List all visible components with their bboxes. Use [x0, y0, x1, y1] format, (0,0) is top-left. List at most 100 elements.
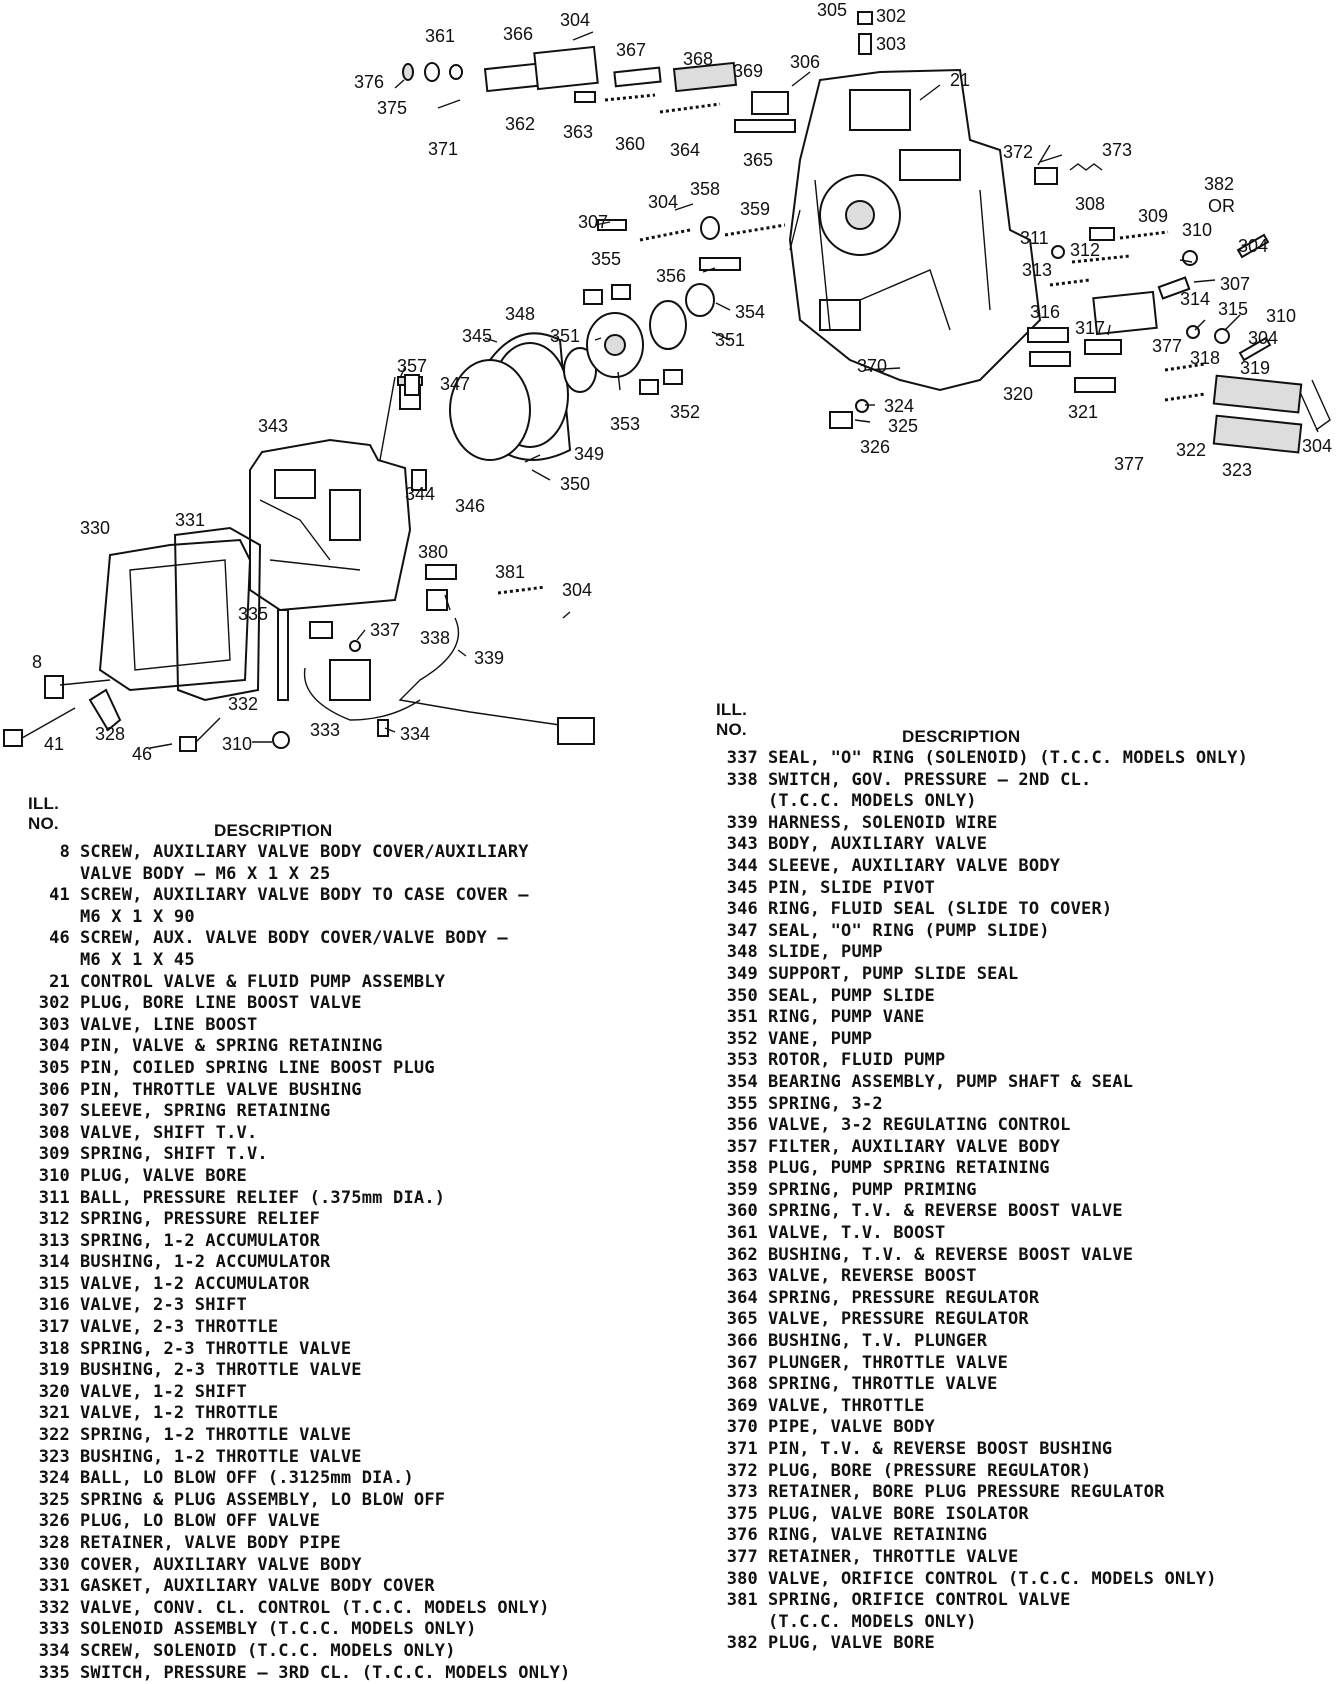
legend-item-description: HARNESS, SOLENOID WIRE — [768, 812, 998, 833]
legend-item-description: RETAINER, THROTTLE VALVE — [768, 1546, 1019, 1567]
callout-310: 310 — [1266, 306, 1296, 326]
callout-380: 380 — [418, 542, 448, 562]
legend-item-description: PLUG, BORE LINE BOOST VALVE — [80, 993, 362, 1014]
legend-item-number: 315 — [38, 1273, 70, 1294]
callout-307: 307 — [578, 212, 608, 232]
callout-376: 376 — [354, 72, 384, 92]
callout-344: 344 — [405, 484, 435, 504]
legend-item-number: 373 — [726, 1482, 758, 1503]
callout-370: 370 — [857, 356, 887, 376]
legend-item-description: VALVE, 1-2 ACCUMULATOR — [80, 1273, 310, 1294]
legend-item-number: 316 — [38, 1295, 70, 1316]
legend-item-description: VANE, PUMP — [768, 1028, 873, 1049]
callout-335: 335 — [238, 604, 268, 624]
legend-item-number: 377 — [726, 1546, 758, 1567]
control-valve-body-21 — [788, 68, 1042, 392]
legend-item-description: BUSHING, T.V. & REVERSE BOOST VALVE — [768, 1244, 1134, 1265]
legend-item-number: 310 — [38, 1165, 70, 1186]
callout-325: 325 — [888, 416, 918, 436]
callout-362: 362 — [505, 114, 535, 134]
callout-367: 367 — [616, 40, 646, 60]
legend-item-description: SPRING, PRESSURE REGULATOR — [768, 1287, 1040, 1308]
callout-351: 351 — [550, 326, 580, 346]
callout-311: 311 — [1020, 228, 1049, 248]
legend-item-description: SPRING, 1-2 ACCUMULATOR — [80, 1230, 321, 1251]
legend-item-description: BODY, AUXILIARY VALVE — [768, 834, 988, 855]
callout-304: 304 — [560, 10, 590, 30]
legend-row: 334 SCREW, SOLENOID (T.C.C. MODELS ONLY) — [28, 1641, 648, 1663]
legend-ill-label: ILL. — [716, 700, 748, 719]
legend-item-description: RETAINER, BORE PLUG PRESSURE REGULATOR — [768, 1482, 1165, 1503]
legend-item-number: 334 — [38, 1640, 70, 1661]
legend-item-description: BUSHING, 2-3 THROTTLE VALVE — [80, 1360, 362, 1381]
legend-item-description: SEAL, "O" RING (SOLENOID) (T.C.C. MODELS… — [768, 748, 1249, 768]
legend-item-description: BEARING ASSEMBLY, PUMP SHAFT & SEAL — [768, 1071, 1134, 1092]
legend-item-number: 345 — [726, 877, 758, 898]
callout-324: 324 — [884, 396, 914, 416]
callout-369: 369 — [733, 61, 763, 81]
legend-item-number: 380 — [726, 1568, 758, 1589]
callout-303: 303 — [876, 34, 906, 54]
legend-item-number: 370 — [726, 1417, 758, 1438]
callout-333: 333 — [310, 720, 340, 740]
legend-item-description: PLUG, VALVE BORE — [768, 1633, 935, 1654]
callout-315: 315 — [1218, 299, 1248, 319]
legend-item-number: 352 — [726, 1028, 758, 1049]
legend-item-number: 358 — [726, 1158, 758, 1179]
legend-item-number: 8 — [59, 842, 70, 862]
legend-item-number: 318 — [38, 1338, 70, 1359]
callout-382: 382 — [1204, 174, 1234, 194]
legend-item-description: SCREW, SOLENOID (T.C.C. MODELS ONLY) — [80, 1640, 456, 1661]
legend-item-description: VALVE, REVERSE BOOST — [768, 1266, 977, 1287]
legend-item-number: 364 — [726, 1287, 758, 1308]
legend-item-description: SCREW, AUX. VALVE BODY COVER/VALVE BODY … — [80, 928, 508, 949]
callout-or: OR — [1208, 196, 1235, 216]
legend-row: 315 VALVE, 1-2 ACCUMULATOR — [28, 1274, 648, 1296]
callout-365: 365 — [743, 150, 773, 170]
legend-item-description: VALVE, 3-2 REGULATING CONTROL — [768, 1115, 1071, 1136]
legend-item-description: SPRING, 2-3 THROTTLE VALVE — [80, 1338, 352, 1359]
callout-312: 312 — [1070, 240, 1100, 260]
callout-306: 306 — [790, 52, 820, 72]
legend-item-number: 323 — [38, 1446, 70, 1467]
callout-363: 363 — [563, 122, 593, 142]
callout-labels: 305 302 303 304 361 366 367 368 369 306 … — [32, 0, 1332, 764]
legend-item-number: 367 — [726, 1352, 758, 1373]
legend-row: 377 RETAINER, THROTTLE VALVE — [716, 1547, 1336, 1569]
callout-354: 354 — [735, 302, 765, 322]
legend-item-number: 308 — [38, 1122, 70, 1143]
legend-item-number: 357 — [726, 1136, 758, 1157]
callout-356: 356 — [656, 266, 686, 286]
callout-350: 350 — [560, 474, 590, 494]
callout-349: 349 — [574, 444, 604, 464]
right-valve-train — [829, 163, 1331, 454]
legend-row: M6 X 1 X 90 — [28, 907, 648, 929]
screws — [3, 374, 420, 752]
legend-item-number: 365 — [726, 1309, 758, 1330]
legend-item-number: 326 — [38, 1511, 70, 1532]
legend-item-description: SUPPORT, PUMP SLIDE SEAL — [768, 963, 1019, 984]
legend-item-number: 314 — [38, 1252, 70, 1273]
legend-item-description: SPRING, PUMP PRIMING — [768, 1179, 977, 1200]
legend-item-number: 366 — [726, 1331, 758, 1352]
legend-item-number: 381 — [726, 1590, 758, 1611]
legend-row: (T.C.C. MODELS ONLY) — [716, 1612, 1336, 1634]
legend-row: VALVE BODY — M6 X 1 X 25 — [28, 864, 648, 886]
legend-item-description: SPRING, SHIFT T.V. — [80, 1144, 268, 1165]
